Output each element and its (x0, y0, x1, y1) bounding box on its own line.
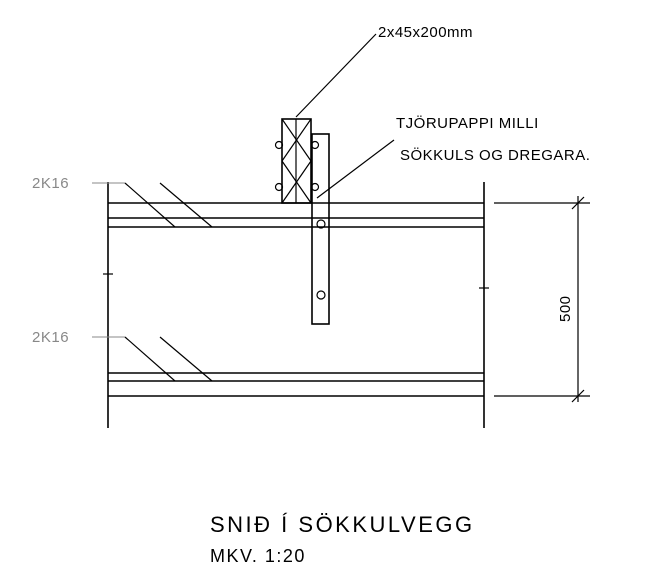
dimension-500 (494, 196, 590, 403)
bolt-hole-icon (316, 290, 326, 300)
dimension-value-label: 500 (557, 295, 574, 322)
timber-size-label: 2x45x200mm (378, 24, 473, 41)
timber-leader-line (295, 33, 377, 118)
drawing-title: SNIÐ Í SÖKKULVEGG (210, 512, 475, 537)
rebar-leader-top (92, 182, 213, 228)
foundation-wall-section (103, 182, 489, 428)
rebar-top-label: 2K16 (32, 175, 69, 192)
rebar-leader-bottom (92, 336, 213, 382)
nail-icon (310, 140, 320, 150)
tar-paper-leader-line (316, 139, 395, 199)
timber-sill-plate (274, 118, 320, 204)
nail-icon (274, 140, 284, 150)
bolt-hole-icon (316, 219, 326, 229)
rebar-bottom-label: 2K16 (32, 329, 69, 346)
nail-icon (274, 182, 284, 192)
tar-paper-label-line1: TJÖRUPAPPI MILLI (396, 114, 539, 132)
drawing-scale: MKV. 1:20 (210, 546, 306, 566)
tar-paper-label-line2: SÖKKULS OG DREGARA. (400, 146, 590, 164)
anchor-plate-outline (311, 133, 330, 325)
anchor-plate (311, 133, 330, 325)
nail-icon (310, 182, 320, 192)
